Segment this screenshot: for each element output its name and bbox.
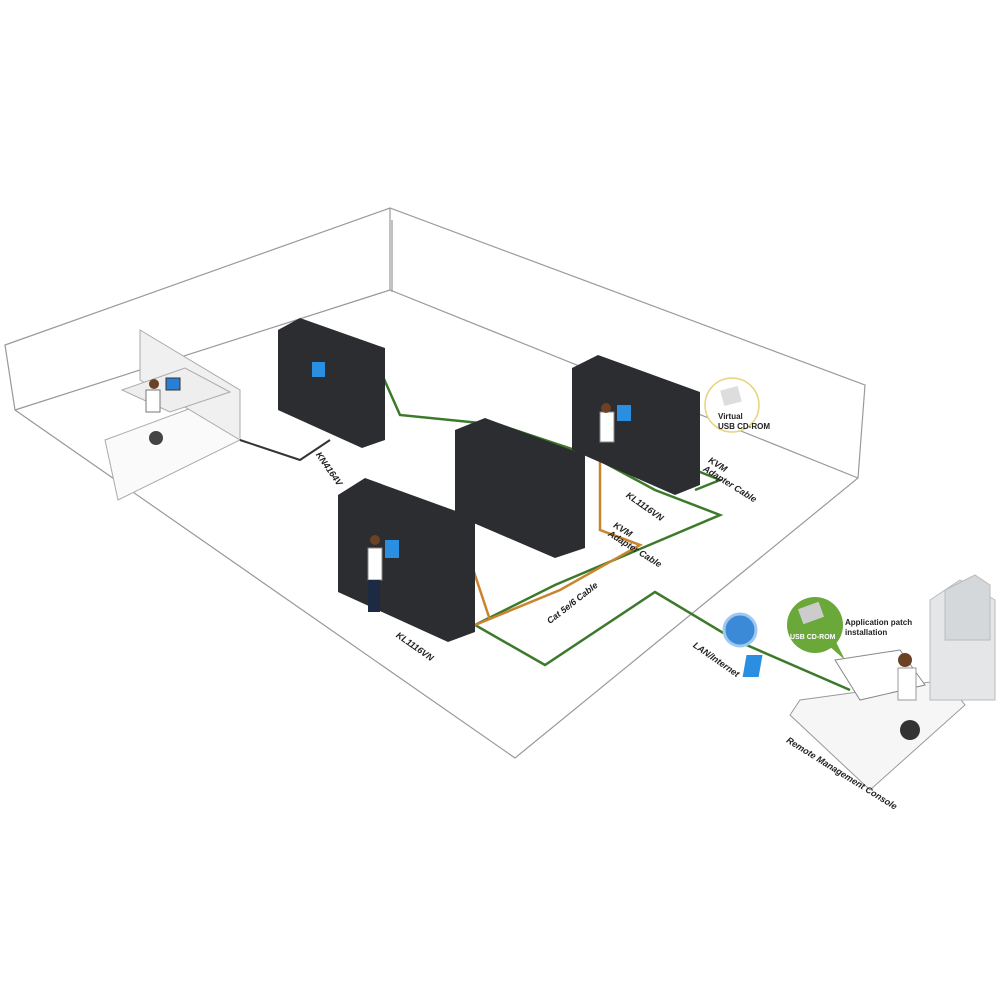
label-virtual-cd: Virtual USB CD-ROM [718, 412, 770, 432]
rack-group-kl1116vn-top [572, 355, 700, 495]
app-patch-line1: Application patch [845, 618, 913, 627]
cables [239, 369, 851, 692]
cat-cable [474, 460, 643, 627]
office-cubicle [104, 329, 241, 501]
rack-group-kl1116vn-bottom [338, 478, 475, 642]
app-patch-line2: installation [845, 628, 888, 637]
lan-cable [694, 468, 724, 492]
label-app-patch: Application patch installation [845, 618, 912, 638]
virtual-cd-bubble [704, 377, 760, 433]
label-usb-cd: USB CD-ROM [790, 634, 836, 641]
room-outline [4, 207, 866, 759]
rack-group-middle [455, 418, 585, 558]
virtual-cd-line1: Virtual [718, 412, 743, 421]
usb-cd-bubble [787, 597, 845, 660]
rack-group-kn4164v [278, 318, 385, 448]
remote-console [742, 574, 996, 791]
cd-rom-icon [720, 385, 742, 407]
virtual-cd-line2: USB CD-ROM [718, 422, 770, 431]
lan-cable [239, 439, 331, 462]
globe-icon [722, 612, 758, 648]
